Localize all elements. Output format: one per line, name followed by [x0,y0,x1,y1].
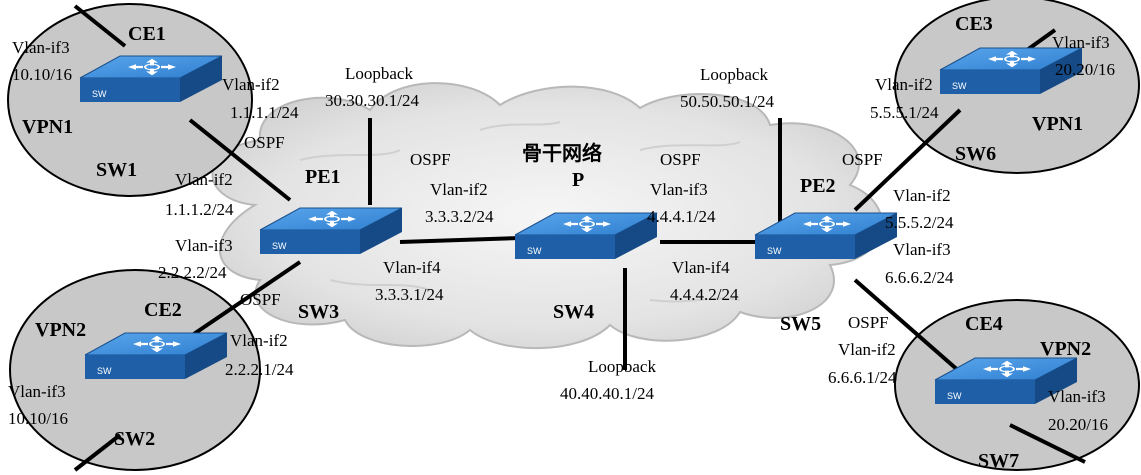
pe2-role: PE2 [800,175,836,197]
pe2-if3-name: Vlan-if3 [893,240,951,259]
switch-badge: SW [767,246,782,256]
link-ce4-downlink [1009,423,1086,464]
link-ce1-uplink [73,4,127,48]
pe1-if3-ip: 2.2.2.2/24 [158,263,227,282]
pe1-loopback-name: Loopback [345,64,413,83]
switch-badge: SW [92,89,107,99]
ce3-pe2-protocol: OSPF [842,150,883,169]
p-if2-name: Vlan-if2 [430,180,488,199]
ce3-role: CE3 [955,13,993,35]
p-if3-ip: 4.4.4.1/24 [647,207,716,226]
ce4-pe2-protocol: OSPF [848,313,889,332]
backbone-title: 骨干网络 [522,141,602,165]
p-if2-ip: 3.3.3.2/24 [425,207,494,226]
ce1-if2-name: Vlan-if2 [222,75,280,94]
ce1-if2-ip: 1.1.1.1/24 [230,103,299,122]
switch-badge: SW [947,391,962,401]
ce2-vpn: VPN2 [35,319,86,341]
switch-pe1: SW [259,207,403,254]
p-role: P [572,169,584,191]
ce2-if3-ip: 10.10/16 [8,409,68,428]
links [73,4,1086,472]
ce4-if2-ip: 6.6.6.1/24 [828,368,897,387]
switch-ce4: SW [934,357,1078,404]
pe1-if4-name: Vlan-if4 [383,258,441,277]
ce2-name: SW2 [114,428,155,450]
p-name: SW4 [553,301,594,323]
switch-badge: SW [952,81,967,91]
p-loopback-name: Loopback [588,357,656,376]
pe2-loopback-name: Loopback [700,65,768,84]
pe2-if4-name: Vlan-if4 [672,258,730,277]
ce4-if3-ip: 20.20/16 [1048,415,1108,434]
pe1-loopback-ip: 30.30.30.1/24 [325,91,419,110]
pe2-name: SW5 [780,313,821,335]
switch-ce3: SW [939,47,1083,94]
ce1-if3-name: Vlan-if3 [12,38,70,57]
pe2-if3-ip: 6.6.6.2/24 [885,268,954,287]
pe1-if2-name: Vlan-if2 [175,170,233,189]
ce1-vpn: VPN1 [22,116,73,138]
ce2-if3-name: Vlan-if3 [8,382,66,401]
pe1-if4-ip: 3.3.3.1/24 [375,285,444,304]
ce3-if3-name: Vlan-if3 [1052,33,1110,52]
ce4-if2-name: Vlan-if2 [838,340,896,359]
link-ce1-pe1 [188,118,292,202]
ce3-if2-name: Vlan-if2 [875,75,933,94]
switch-badge: SW [272,241,287,251]
switch-pe2: SW [754,212,898,259]
backbone-right-protocol: OSPF [660,150,701,169]
pe2-loopback-ip: 50.50.50.1/24 [680,92,774,111]
ce4-if3-name: Vlan-if3 [1048,387,1106,406]
ce2-pe1-protocol: OSPF [240,290,281,309]
ce4-name: SW7 [978,450,1019,472]
ce3-if2-ip: 5.5.5.1/24 [870,103,939,122]
switch-ce1: SW [79,55,223,102]
pe2-if2-ip: 5.5.5.2/24 [885,213,954,232]
ce2-if2-name: Vlan-if2 [230,331,288,350]
switch-ce2: SW [84,332,228,379]
p-loopback-ip: 40.40.40.1/24 [560,384,654,403]
link-pe2-ce3 [853,108,962,212]
pe1-if3-name: Vlan-if3 [175,236,233,255]
link-pe1-p [399,236,521,244]
ce3-if3-ip: 20.20/16 [1055,60,1115,79]
ce3-vpn: VPN1 [1032,113,1083,135]
pe2-if4-ip: 4.4.4.2/24 [670,285,739,304]
ce4-vpn: VPN2 [1040,338,1091,360]
ce4-role: CE4 [965,313,1003,335]
pe2-if2-name: Vlan-if2 [893,186,951,205]
ce1-pe1-protocol: OSPF [244,133,285,152]
ce1-role: CE1 [128,23,166,45]
link-ce2-pe1 [183,260,302,342]
pe1-role: PE1 [305,166,341,188]
ce2-role: CE2 [144,299,182,321]
ce3-name: SW6 [955,143,996,165]
pe1-name: SW3 [298,301,339,323]
link-pe2-ce4 [853,278,962,374]
switch-p: SW [514,212,658,259]
ce1-if3-ip: 10.10/16 [12,65,72,84]
backbone-left-protocol: OSPF [410,150,451,169]
switch-badge: SW [97,366,112,376]
ce2-if2-ip: 2.2.2.1/24 [225,360,294,379]
link-ce2-downlink [73,433,122,472]
pe1-if2-ip: 1.1.1.2/24 [165,200,234,219]
ce1-name: SW1 [96,159,137,181]
p-if3-name: Vlan-if3 [650,180,708,199]
switch-badge: SW [527,246,542,256]
